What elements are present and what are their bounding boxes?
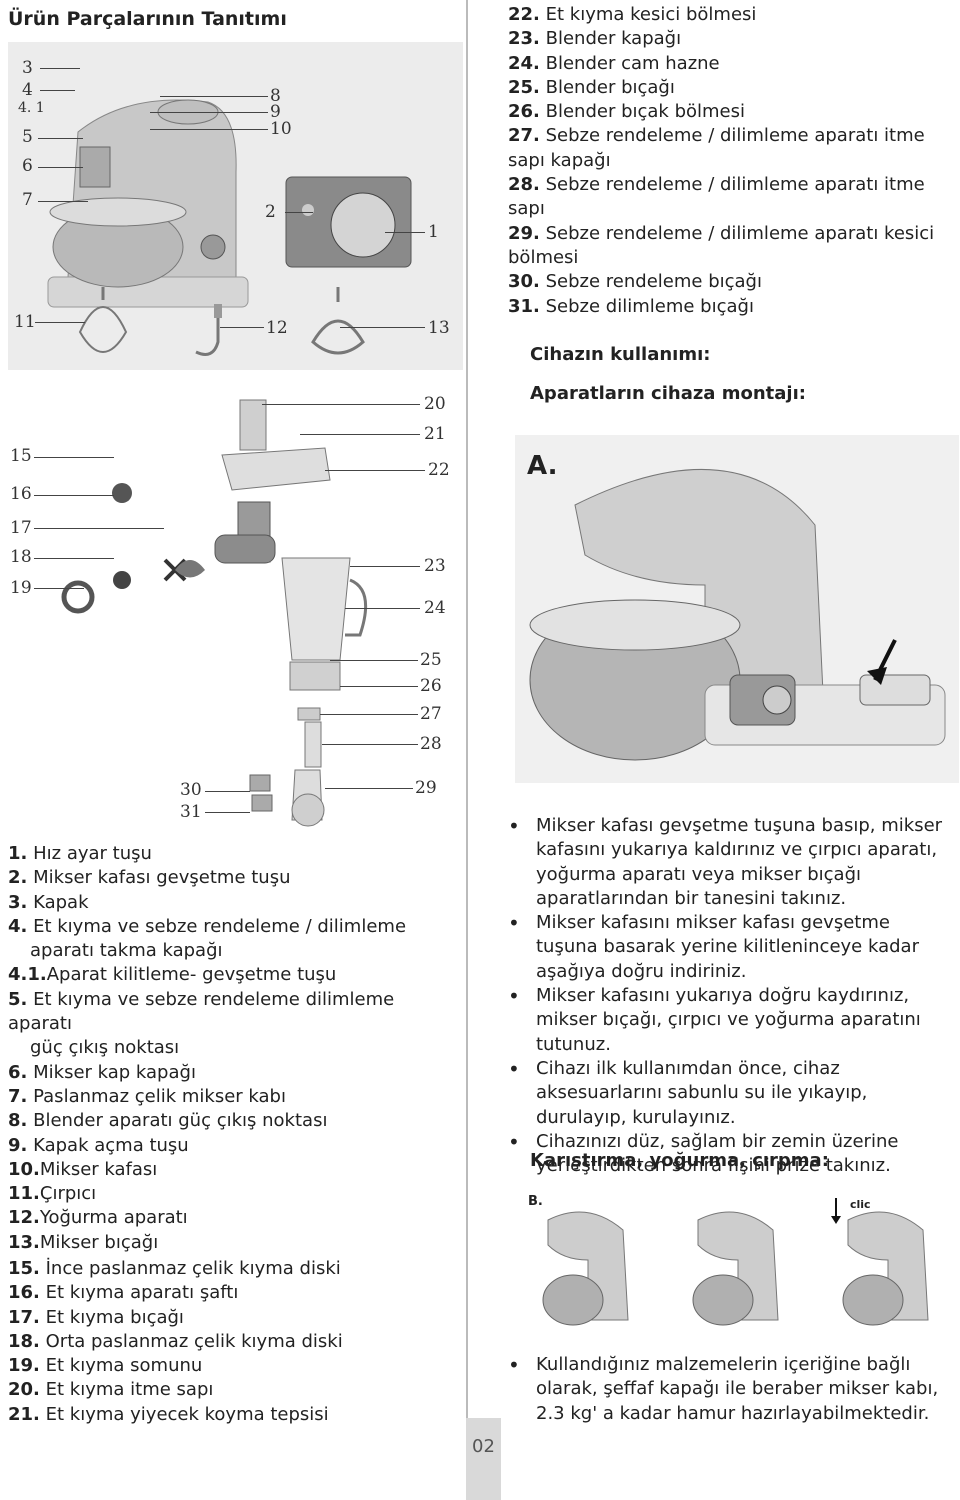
callout-27: 27 <box>420 704 442 724</box>
list-item: 15. İnce paslanmaz çelik kıyma diski <box>8 1258 341 1279</box>
list-item: 23. Blender kapağı <box>508 28 682 50</box>
callout-8: 8 <box>270 86 281 106</box>
callout-29: 29 <box>415 778 437 798</box>
callout-11: 11 <box>14 312 36 332</box>
list-item: 17. Et kıyma bıçağı <box>8 1306 184 1328</box>
mixing-steps-illustration <box>542 1198 929 1326</box>
mixer-head-illustration <box>529 469 946 761</box>
callout-20: 20 <box>424 394 446 414</box>
list-item: 21. Et kıyma yiyecek koyma tepsisi <box>8 1403 329 1425</box>
list-item: Mikser kafasını mikser kafası gevşetme t… <box>508 911 956 984</box>
callout-1: 1 <box>428 222 439 242</box>
list-item: 7. Paslanmaz çelik mikser kabı <box>8 1085 286 1107</box>
figure-a: A. <box>515 435 959 783</box>
list-item: 28. Sebze rendeleme / dilimleme aparatı … <box>508 174 925 196</box>
list-item: 22. Et kıyma kesici bölmesi <box>508 4 757 25</box>
list-item: 12.Yoğurma aparatı <box>8 1207 188 1229</box>
column-divider <box>466 0 468 1420</box>
list-item: 18. Orta paslanmaz çelik kıyma diski <box>8 1330 343 1352</box>
callout-30: 30 <box>180 780 202 800</box>
usage-bullets: Mikser kafası gevşetme tuşuna basıp, mik… <box>508 814 956 1178</box>
heading-usage: Cihazın kullanımı: <box>530 344 711 365</box>
heading-mix: Karıştırma, yoğurma, çırpma: <box>530 1150 829 1171</box>
callout-9: 9 <box>270 102 281 122</box>
grinder-blender-figure <box>0 390 465 830</box>
callout-3: 3 <box>22 58 33 78</box>
list-item: sapı kapağı <box>508 149 611 171</box>
figure-b-clic: clic <box>850 1198 871 1211</box>
callout-19: 19 <box>10 578 32 598</box>
callout-23: 23 <box>424 556 446 576</box>
list-item: 20. Et kıyma itme sapı <box>8 1379 214 1401</box>
list-item: 24. Blender cam hazne <box>508 52 720 74</box>
page-title: Ürün Parçalarının Tanıtımı <box>8 8 287 30</box>
list-item: 10.Mikser kafası <box>8 1158 158 1180</box>
parts-list-c: 22. Et kıyma kesici bölmesi 23. Blender … <box>508 3 953 319</box>
callout-4: 4 <box>22 80 33 100</box>
mixer-illustration <box>47 99 412 356</box>
list-item: bölmesi <box>508 246 579 268</box>
list-item: 4. Et kıyma ve sebze rendeleme / dilimle… <box>8 915 407 937</box>
list-item: 19. Et kıyma somunu <box>8 1355 203 1377</box>
callout-4-1: 4. 1 <box>18 100 45 116</box>
list-item: Cihazı ilk kullanımdan önce, cihaz akses… <box>508 1057 956 1130</box>
list-item: 30. Sebze rendeleme bıçağı <box>508 271 762 293</box>
list-item: 3. Kapak <box>8 891 89 913</box>
list-item: 11.Çırpıcı <box>8 1183 97 1205</box>
callout-31: 31 <box>180 802 202 822</box>
callout-16: 16 <box>10 484 32 504</box>
list-item: 27. Sebze rendeleme / dilimleme aparatı … <box>508 125 925 147</box>
page-number: 02 <box>466 1418 501 1500</box>
list-item: 16. Et kıyma aparatı şaftı <box>8 1282 239 1304</box>
callout-25: 25 <box>420 650 442 670</box>
figure-b-label: B. <box>528 1194 543 1209</box>
callout-6: 6 <box>22 156 33 176</box>
list-item: Cihazınızı düz, sağlam bir zemin üzerine… <box>508 1130 956 1179</box>
list-item: 13.Mikser bıçağı <box>8 1231 159 1253</box>
callout-2: 2 <box>265 202 276 222</box>
parts-list-b: 15. İnce paslanmaz çelik kıyma diski 16.… <box>8 1257 463 1427</box>
callout-15: 15 <box>10 446 32 466</box>
mixer-parts-figure <box>8 42 463 370</box>
callout-21: 21 <box>424 424 446 444</box>
callout-17: 17 <box>10 518 32 538</box>
callout-7: 7 <box>22 190 33 210</box>
list-item: aparatı takma kapağı <box>30 940 223 962</box>
list-item: 2. Mikser kafası gevşetme tuşu <box>8 867 291 889</box>
list-item: 5. Et kıyma ve sebze rendeleme dilimleme… <box>8 988 395 1035</box>
callout-24: 24 <box>424 598 446 618</box>
list-item: Mikser kafasını yukarıya doğru kaydırını… <box>508 984 956 1057</box>
list-item: 6. Mikser kap kapağı <box>8 1061 196 1083</box>
figure-b: B. clic <box>528 1190 958 1335</box>
list-item: 25. Blender bıçağı <box>508 76 675 98</box>
callout-5: 5 <box>22 127 33 147</box>
list-item: 1. Hız ayar tuşu <box>8 843 152 864</box>
figure-a-label: A. <box>527 451 558 481</box>
callout-18: 18 <box>10 547 32 567</box>
list-item: 8. Blender aparatı güç çıkış noktası <box>8 1110 328 1132</box>
list-item: sapı <box>508 198 545 220</box>
parts-list-a: 1. Hız ayar tuşu 2. Mikser kafası gevşet… <box>8 842 463 1255</box>
heading-mount: Aparatların cihaza montajı: <box>530 383 806 404</box>
callout-10: 10 <box>270 119 292 139</box>
callout-13: 13 <box>428 318 450 338</box>
list-item: 4.1.Aparat kilitleme- gevşetme tuşu <box>8 964 337 986</box>
list-item: Kullandığınız malzemelerin içeriğine bağ… <box>508 1353 956 1426</box>
callout-28: 28 <box>420 734 442 754</box>
list-item: güç çıkış noktası <box>30 1037 180 1059</box>
grinder-blender-illustration <box>61 399 368 827</box>
callout-22: 22 <box>428 460 450 480</box>
callout-26: 26 <box>420 676 442 696</box>
list-item: 31. Sebze dilimleme bıçağı <box>508 295 754 317</box>
list-item: Mikser kafası gevşetme tuşuna basıp, mik… <box>508 814 956 911</box>
list-item: 26. Blender bıçak bölmesi <box>508 101 746 123</box>
callout-12: 12 <box>266 318 288 338</box>
list-item: 9. Kapak açma tuşu <box>8 1134 189 1156</box>
capacity-bullets: Kullandığınız malzemelerin içeriğine bağ… <box>508 1353 956 1426</box>
list-item: 29. Sebze rendeleme / dilimleme aparatı … <box>508 222 935 244</box>
